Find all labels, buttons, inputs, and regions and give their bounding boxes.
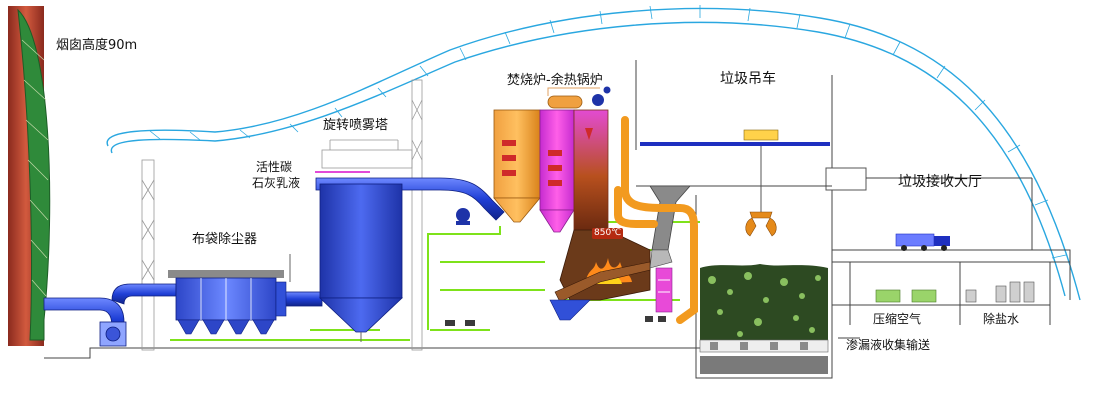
bag-filter bbox=[168, 254, 291, 335]
furnace-temperature-badge: 850℃ bbox=[592, 228, 624, 239]
grab-bucket bbox=[745, 211, 777, 237]
waste-crane bbox=[640, 129, 830, 237]
waste-heat-boiler bbox=[493, 86, 611, 233]
activated-carbon-label: 活性碳 bbox=[256, 160, 293, 174]
air-ducts bbox=[614, 116, 698, 324]
water-treatment-tanks bbox=[965, 281, 1035, 303]
chimney-label: 烟囱高度90m bbox=[56, 38, 138, 53]
primary-air-heater bbox=[655, 267, 673, 313]
truss-outer-chord bbox=[106, 7, 1081, 301]
leachate-label: 渗漏液收集输送 bbox=[846, 338, 931, 352]
building-outline bbox=[44, 60, 1071, 379]
chimney-green-flue bbox=[17, 8, 51, 341]
waste-truck bbox=[895, 233, 950, 251]
truss-web bbox=[149, 5, 1067, 259]
circulation-pump bbox=[456, 208, 470, 225]
chimney bbox=[8, 6, 51, 346]
roof-truss bbox=[106, 5, 1081, 301]
reception-hall-label: 垃圾接收大厅 bbox=[898, 174, 982, 190]
waste-bunker bbox=[699, 264, 829, 374]
small-pumps bbox=[445, 316, 666, 326]
compressed-air-units bbox=[875, 289, 937, 303]
duct-fan-to-filter bbox=[111, 283, 177, 305]
support-frames bbox=[141, 79, 423, 351]
bag-filter-label: 布袋除尘器 bbox=[192, 232, 258, 247]
lime-slurry-label: 石灰乳液 bbox=[252, 176, 301, 190]
induced-draft-fan bbox=[99, 321, 127, 347]
spray-tower-label: 旋转喷雾塔 bbox=[323, 118, 389, 133]
incinerator-label: 焚烧炉-余热锅炉 bbox=[507, 73, 603, 88]
truss-inner-chord bbox=[110, 21, 1066, 297]
leachate-pumps bbox=[710, 342, 808, 350]
crane-label: 垃圾吊车 bbox=[720, 71, 776, 87]
incinerator-furnace bbox=[549, 185, 691, 321]
spray-tower bbox=[318, 183, 404, 342]
compressed-air-label: 压缩空气 bbox=[873, 312, 922, 326]
demineralized-water-label: 除盐水 bbox=[983, 312, 1020, 326]
